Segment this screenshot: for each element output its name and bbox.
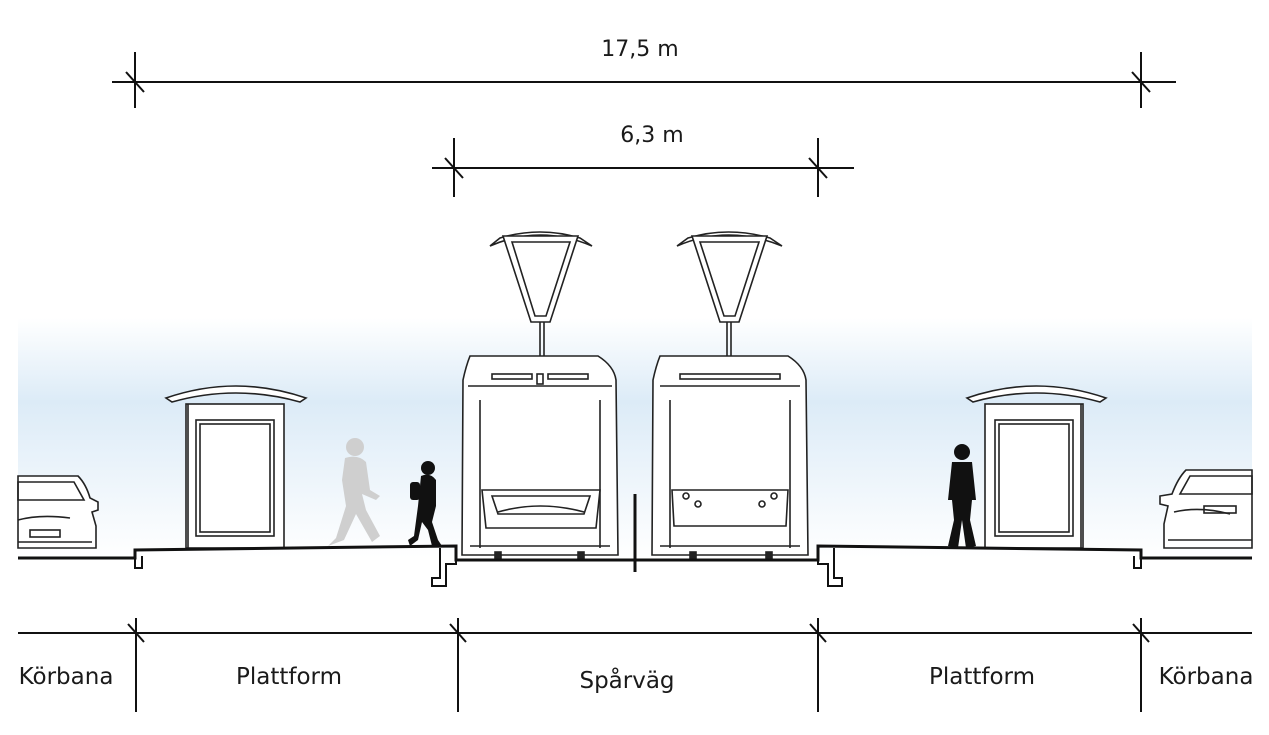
catenary-pole-right xyxy=(676,231,783,356)
dimension-total-label: 17,5 m xyxy=(601,37,678,62)
zone-dividers xyxy=(18,618,1252,712)
person-standing xyxy=(948,444,976,548)
car-right xyxy=(1159,469,1253,549)
shelter-right xyxy=(965,385,1108,549)
zone-label-left-road: Körbana xyxy=(19,664,114,690)
zone-label-left-platform: Plattform xyxy=(236,664,342,690)
tram-right xyxy=(651,355,809,559)
person-ghost-walking xyxy=(328,438,380,546)
dimension-tramway-label: 6,3 m xyxy=(620,123,683,148)
catenary-pole-left xyxy=(489,231,593,356)
dimension-tramway xyxy=(432,138,854,197)
tram-left xyxy=(461,355,619,559)
zone-label-right-platform: Plattform xyxy=(929,664,1035,690)
person-walking-backpack xyxy=(408,461,442,546)
dimension-total xyxy=(112,52,1176,108)
zone-label-right-road: Körbana xyxy=(1159,664,1254,690)
curbs xyxy=(134,548,1142,587)
car-left xyxy=(17,475,99,549)
shelter-left xyxy=(164,385,308,549)
zone-label-tramway: Spårväg xyxy=(579,666,674,694)
